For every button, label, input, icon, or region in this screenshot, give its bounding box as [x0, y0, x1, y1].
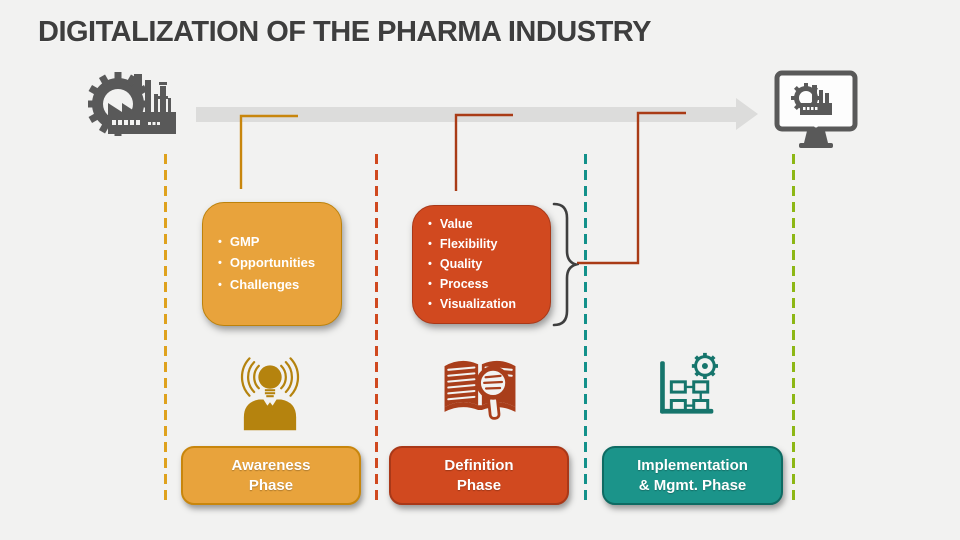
divider-dashed-red	[375, 154, 378, 506]
awareness-items-list: GMP Opportunities Challenges	[203, 232, 323, 297]
list-item: Process	[428, 275, 516, 295]
factory-gear-icon	[86, 66, 188, 147]
phase-label-line: & Mgmt. Phase	[638, 476, 747, 494]
book-magnifier-icon	[438, 352, 522, 430]
list-item: Flexibility	[428, 235, 516, 255]
phase-label-line: Definition	[444, 457, 514, 474]
list-item: Visualization	[428, 295, 516, 315]
divider-dashed-amber	[164, 154, 167, 506]
list-item: Challenges	[218, 275, 315, 297]
timeline-arrow-band	[196, 107, 736, 122]
implementation-phase-label: Implementation & Mgmt. Phase	[602, 446, 783, 505]
phase-label-line: Phase	[248, 476, 294, 494]
monitor-factory-icon	[766, 70, 866, 159]
awareness-phase-label: Awareness Phase	[181, 446, 361, 505]
divider-dashed-green	[792, 154, 795, 506]
definition-items-box: Value Flexibility Quality Process Visual…	[412, 205, 551, 324]
flowchart-gear-icon	[648, 350, 732, 428]
timeline-arrowhead	[736, 98, 758, 130]
divider-dashed-teal	[584, 154, 587, 506]
list-item: Opportunities	[218, 253, 315, 275]
page-title: DIGITALIZATION OF THE PHARMA INDUSTRY	[38, 16, 652, 48]
brace-icon	[551, 202, 581, 333]
phase-label-line: Awareness	[231, 457, 311, 474]
phase-label-line: Implementation	[637, 457, 748, 474]
phase-label-line: Phase	[456, 476, 502, 494]
list-item: GMP	[218, 232, 315, 254]
list-item: Quality	[428, 255, 516, 275]
awareness-items-box: GMP Opportunities Challenges	[202, 202, 342, 326]
definition-phase-label: Definition Phase	[389, 446, 569, 505]
person-lightbulb-icon	[228, 352, 312, 437]
list-item: Value	[428, 215, 516, 235]
definition-items-list: Value Flexibility Quality Process Visual…	[413, 215, 524, 315]
